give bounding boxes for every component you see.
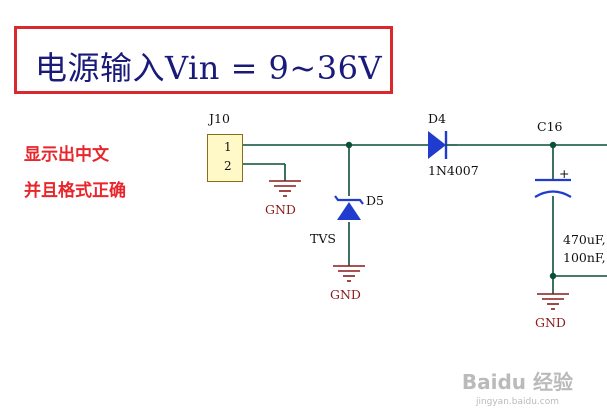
ground-label-c16: GND — [535, 315, 566, 330]
title-text: 电源输入Vin = 9~36V — [35, 49, 383, 87]
connector-j10-body: 1 2 — [207, 134, 243, 182]
capacitor-c16-plus: + — [559, 166, 570, 181]
junction-dot-d5 — [345, 141, 353, 149]
note-line-1: 显示出中文 — [24, 145, 109, 165]
ground-label-j10: GND — [265, 202, 296, 217]
diode-d4-symbol — [428, 131, 457, 159]
note-line-2: 并且格式正确 — [24, 181, 126, 201]
capacitor-c16-value-2: 100nF, — [563, 250, 606, 265]
diode-d4-value: 1N4007 — [428, 163, 479, 178]
junction-dot-c16-bottom — [549, 272, 557, 280]
tvs-d5-symbol — [334, 195, 364, 220]
capacitor-c16-ref: C16 — [537, 119, 563, 134]
title-box: 电源输入Vin = 9~36V — [14, 26, 393, 94]
diode-d4-ref: D4 — [428, 111, 446, 126]
tvs-d5-ref: D5 — [366, 193, 384, 208]
ground-symbol-d5 — [333, 265, 365, 282]
tvs-d5-value: TVS — [310, 231, 336, 246]
connector-pin-2: 2 — [224, 159, 232, 173]
ground-symbol-c16 — [537, 293, 569, 310]
junction-dot-c16 — [549, 141, 557, 149]
watermark-url: jingyan.baidu.com — [475, 397, 559, 407]
wire-j10-gnd — [243, 163, 286, 181]
connector-pin-1: 1 — [224, 140, 232, 154]
connector-j10-ref: J10 — [209, 111, 230, 126]
watermark-logo: Baidu 经验 — [461, 370, 573, 394]
ground-label-d5: GND — [330, 287, 361, 302]
capacitor-c16-value-1: 470uF, — [563, 232, 606, 247]
capacitor-c16-symbol — [534, 178, 572, 198]
ground-symbol-j10 — [269, 180, 301, 197]
